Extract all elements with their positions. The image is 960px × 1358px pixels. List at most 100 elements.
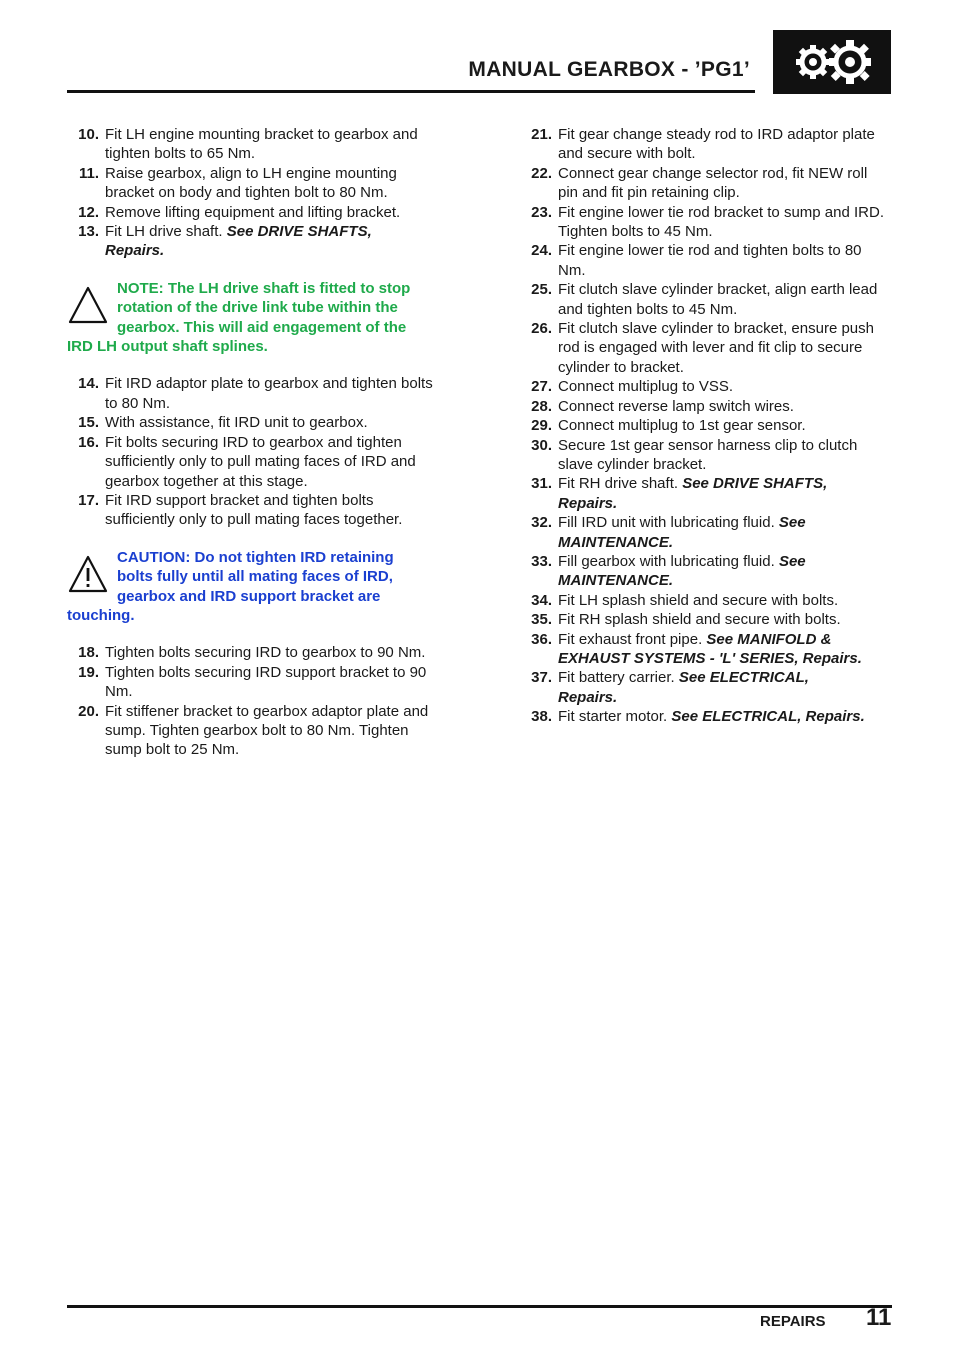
warning-triangle-icon xyxy=(68,286,108,323)
cross-reference-link[interactable]: See ELECTRICAL, Repairs. xyxy=(671,708,865,726)
step-31: 31.Fit RH drive shaft. See DRIVE SHAFTS, xyxy=(520,474,890,493)
step-number: 20. xyxy=(78,702,99,720)
step-10: 10.Fit LH engine mounting bracket to gea… xyxy=(67,125,447,164)
note-callout: NOTE: The LH drive shaft is fitted to st… xyxy=(67,279,447,357)
cross-reference-link[interactable]: MAINTENANCE. xyxy=(558,572,673,590)
step-32: 32. Fill IRD unit with lubricating fluid.… xyxy=(520,513,890,532)
caution-line: CAUTION: Do not tighten IRD retaining xyxy=(117,548,394,566)
step-27: 27. Connect multiplug to VSS. xyxy=(520,377,890,396)
step-20: 20.Fit stiffener bracket to gearbox adap… xyxy=(67,702,447,760)
step-text: Remove lifting equipment and lifting bra… xyxy=(105,203,401,221)
cross-reference-link[interactable]: See ELECTRICAL, xyxy=(678,669,809,687)
step-number: 15. xyxy=(78,414,99,432)
cross-reference-link[interactable]: See DRIVE SHAFTS, xyxy=(682,475,828,493)
footer-rule xyxy=(67,1305,892,1308)
step-22: 22. Connect gear change selector rod, fit… xyxy=(520,164,890,203)
step-number: 14. xyxy=(78,375,99,393)
step-30: 30. Secure 1st gear sensor harness clip t… xyxy=(520,436,890,475)
step-12: 12. Remove lifting equipment and lifting … xyxy=(67,203,447,222)
step-number: 17. xyxy=(78,491,99,509)
step-text: With assistance, fit IRD unit to gearbox… xyxy=(105,414,368,432)
step-26: 26.Fit clutch slave cylinder to bracket,… xyxy=(520,319,890,377)
cross-reference-link[interactable]: See DRIVE SHAFTS, xyxy=(226,223,372,241)
page-title: MANUAL GEARBOX - ’PG1’ xyxy=(468,58,750,81)
step-text: Fit bolts securing IRD to gearbox and ti… xyxy=(105,433,416,490)
step-number: 32. xyxy=(531,514,552,532)
step-17: 17. Fit IRD support bracket and tighten b… xyxy=(67,491,447,530)
step-text: Fit exhaust front pipe. xyxy=(558,630,703,648)
step-text: Fit starter motor. xyxy=(558,708,668,726)
step-13: 13. Fit LH drive shaft. See DRIVE SHAFTS, xyxy=(67,222,447,241)
step-number: 21. xyxy=(531,126,552,143)
step-text: Connect gear change selector rod, fit NE… xyxy=(558,164,868,202)
step-number: 37. xyxy=(531,669,552,687)
step-19: 19.Tighten bolts securing IRD support br… xyxy=(67,663,447,702)
step-text: Tighten bolts securing IRD support brack… xyxy=(105,663,427,701)
step-text: Connect multiplug to VSS. xyxy=(558,378,734,396)
step-text: Fit gear change steady rod to IRD adapto… xyxy=(558,126,875,163)
step-text: Raise gearbox, align to LH engine mounti… xyxy=(105,164,397,202)
caution-callout: CAUTION: Do not tighten IRD retaining bo… xyxy=(67,548,447,626)
right-column: 21. Fit gear change steady rod to IRD ada… xyxy=(520,125,890,727)
step-number: 35. xyxy=(531,611,552,629)
step-number: 12. xyxy=(78,203,99,221)
step-number: 13. xyxy=(78,223,99,241)
step-number: 22. xyxy=(531,164,552,182)
step-text: Fit LH drive shaft. xyxy=(105,223,223,241)
step-text: Connect multiplug to 1st gear sensor. xyxy=(558,417,806,435)
note-line: rotation of the drive link tube within t… xyxy=(117,299,398,317)
step-number: 18. xyxy=(78,644,99,662)
step-text: Fit engine lower tie rod and tighten bol… xyxy=(558,242,862,279)
step-text: Fit RH drive shaft. xyxy=(558,475,679,493)
cross-reference-link[interactable]: Repairs. xyxy=(558,688,618,706)
caution-line: touching. xyxy=(67,606,135,624)
step-15: 15. With assistance, fit IRD unit to gear… xyxy=(67,413,447,432)
step-21: 21. Fit gear change steady rod to IRD ada… xyxy=(520,125,890,164)
cross-reference-link[interactable]: EXHAUST SYSTEMS - 'L' SERIES, Repairs. xyxy=(558,649,862,667)
note-line: IRD LH output shaft splines. xyxy=(67,338,268,356)
cross-reference-link[interactable]: MAINTENANCE. xyxy=(558,533,673,551)
step-number: 38. xyxy=(531,708,552,726)
note-line: NOTE: The LH drive shaft is fitted to st… xyxy=(117,279,411,297)
step-number: 29. xyxy=(531,417,552,435)
step-text: Fit clutch slave cylinder bracket, align… xyxy=(558,281,878,318)
step-18: 18.Tighten bolts securing IRD to gearbox… xyxy=(67,643,447,662)
cross-reference-link[interactable]: Repairs. xyxy=(558,494,618,512)
step-number: 34. xyxy=(531,591,552,609)
step-number: 27. xyxy=(531,378,552,396)
step-33: 33.Fill gearbox with lubricating fluid. … xyxy=(520,552,890,571)
step-29: 29. Connect multiplug to 1st gear sensor. xyxy=(520,416,890,435)
step-number: 33. xyxy=(531,552,552,570)
cross-reference-link[interactable]: See xyxy=(778,514,806,532)
step-25: 25.Fit clutch slave cylinder bracket, al… xyxy=(520,280,890,319)
step-number: 23. xyxy=(531,203,552,221)
step-text: Fit LH splash shield and secure with bol… xyxy=(558,591,839,609)
left-column: 10.Fit LH engine mounting bracket to gea… xyxy=(67,125,447,760)
step-text: Fit RH splash shield and secure with bol… xyxy=(558,611,841,629)
step-text: Fit battery carrier. xyxy=(558,669,675,687)
cross-reference-link[interactable]: Repairs. xyxy=(105,242,165,260)
step-number: 16. xyxy=(78,433,99,451)
step-text: Fit IRD support bracket and tighten bolt… xyxy=(105,491,403,529)
step-11: 11. Raise gearbox, align to LH engine mou… xyxy=(67,164,447,203)
step-14: 14. Fit IRD adaptor plate to gearbox and … xyxy=(67,374,447,413)
step-36: 36.Fit exhaust front pipe. See MANIFOLD … xyxy=(520,630,890,649)
cross-reference-link[interactable]: See MANIFOLD & xyxy=(706,630,832,648)
cross-reference-link[interactable]: See xyxy=(778,552,806,570)
step-text: Secure 1st gear sensor harness clip to c… xyxy=(558,436,858,473)
step-number: 30. xyxy=(531,436,552,454)
step-number: 24. xyxy=(531,242,552,260)
step-text: Fill IRD unit with lubricating fluid. xyxy=(558,514,775,532)
step-text: Connect reverse lamp switch wires. xyxy=(558,397,794,415)
step-text: Fit IRD adaptor plate to gearbox and tig… xyxy=(105,375,433,412)
step-number: 26. xyxy=(531,320,552,338)
step-text: Fit engine lower tie rod bracket to sump… xyxy=(558,203,884,241)
gears-icon xyxy=(773,30,891,94)
step-number: 11. xyxy=(78,164,99,182)
step-24: 24. Fit engine lower tie rod and tighten … xyxy=(520,241,890,280)
step-38: 38. Fit starter motor. See ELECTRICAL, Re… xyxy=(520,707,890,726)
caution-line: bolts fully until all mating faces of IR… xyxy=(117,568,393,586)
step-28: 28.Connect reverse lamp switch wires. xyxy=(520,397,890,416)
step-number: 10. xyxy=(78,126,99,143)
note-line: gearbox. This will aid engagement of the xyxy=(117,318,407,336)
